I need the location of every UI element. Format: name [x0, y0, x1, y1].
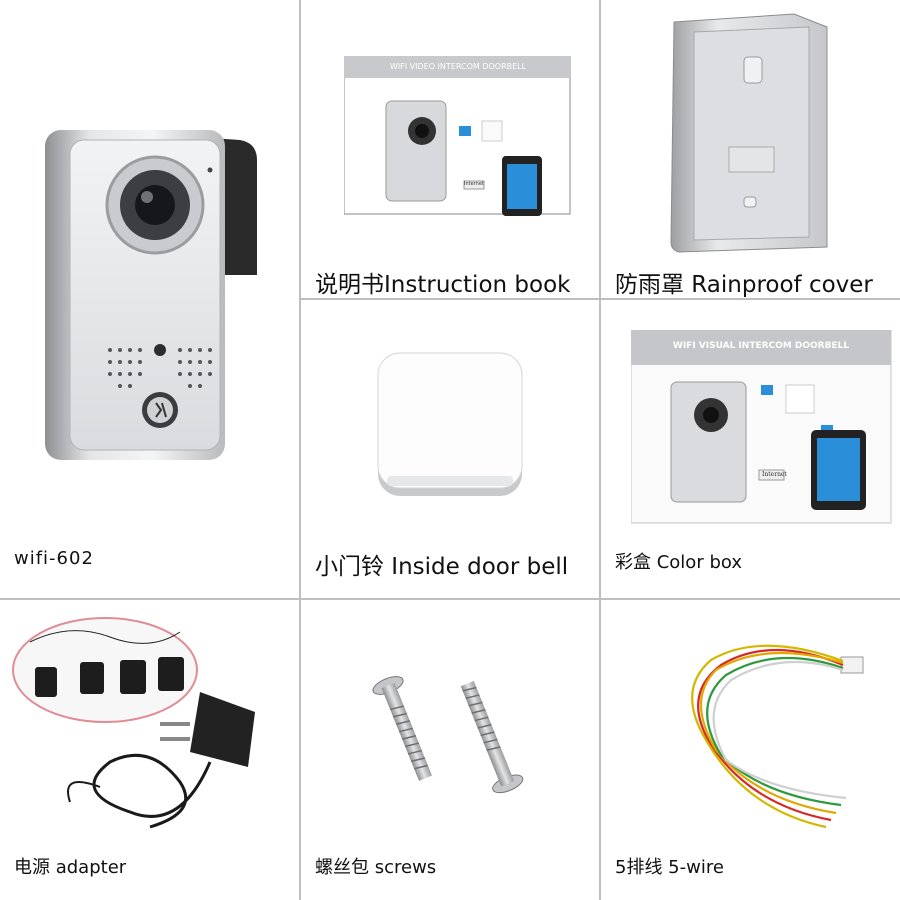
- grid-divider: [299, 298, 900, 300]
- color-box-image: [631, 330, 892, 524]
- caption-rainproof-cover: 防雨罩 Rainproof cover: [615, 272, 873, 298]
- caption-doorbell: wifi-602: [14, 548, 94, 569]
- grid-divider: [0, 598, 900, 600]
- grid-divider: [299, 0, 301, 900]
- doorbell-image: [45, 130, 257, 460]
- instruction-book-sticker-text: Internet: [464, 181, 484, 187]
- color-box-title-text: WIFI VISUAL INTERCOM DOORBELL: [672, 341, 850, 351]
- power-adapter-image: [12, 617, 255, 829]
- cell-five-wire: 5排线 5-wire: [601, 600, 900, 900]
- color-box-sticker-text: Internet: [762, 471, 787, 478]
- instruction-book-title-text: WIFI VIDEO INTERCOM DOORBELL: [389, 62, 527, 71]
- cell-screws: 螺丝包 screws: [301, 600, 599, 900]
- caption-instruction-book: 说明书Instruction book: [315, 272, 571, 298]
- caption-power-adapter: 电源 adapter: [14, 857, 127, 878]
- cell-color-box: WIFI VISUAL INTERCOM DOORBELL Internet 彩…: [601, 300, 900, 598]
- caption-color-box: 彩盒 Color box: [615, 552, 742, 573]
- five-wire-image: [691, 644, 864, 829]
- rainproof-cover-image: [670, 13, 828, 253]
- cell-power-adapter: 电源 adapter: [0, 600, 299, 900]
- screws-image: [372, 676, 524, 794]
- inside-door-bell-image: [377, 352, 523, 496]
- cell-instruction-book: WIFI VIDEO INTERCOM DOORBELL Internet 说明…: [301, 0, 599, 298]
- cell-rainproof-cover: 防雨罩 Rainproof cover: [601, 0, 900, 298]
- caption-inside-door-bell: 小门铃 Inside door bell: [315, 554, 569, 580]
- instruction-book-image: [344, 56, 571, 216]
- cell-doorbell: wifi-602: [0, 0, 299, 598]
- grid-divider: [599, 0, 601, 900]
- cell-inside-door-bell: 小门铃 Inside door bell: [301, 300, 599, 598]
- caption-five-wire: 5排线 5-wire: [615, 857, 724, 878]
- caption-screws: 螺丝包 screws: [315, 857, 437, 878]
